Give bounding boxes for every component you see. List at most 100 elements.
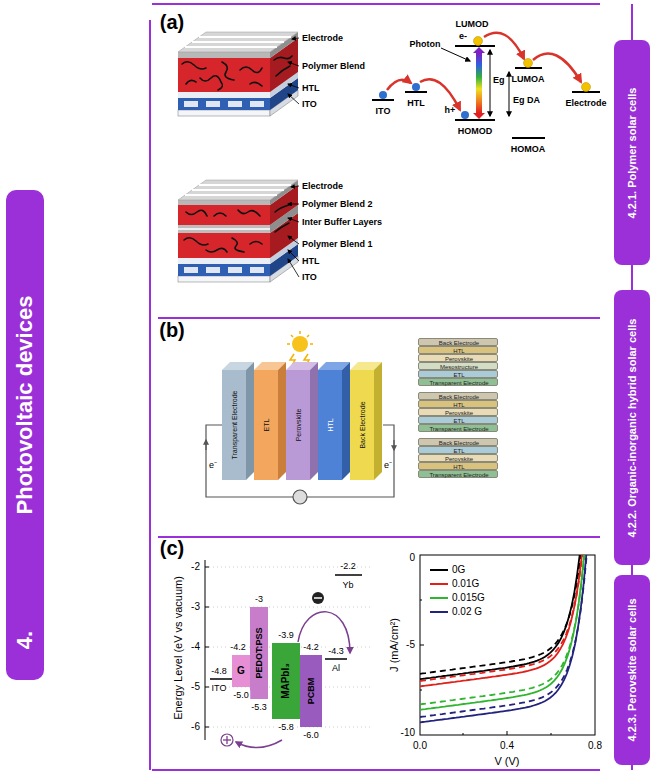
carrier-label: e- — [459, 32, 467, 41]
device-layer: ETL — [254, 370, 278, 480]
legend-text: 0.01G — [452, 579, 479, 589]
energy-value: -4.2 — [302, 643, 320, 652]
stack-layer: Transparent Electrode — [418, 470, 498, 478]
device-layer: HTL — [318, 370, 342, 480]
photon-spectrum — [476, 53, 482, 113]
legend-line-sample — [430, 569, 448, 571]
stack-layer: Transparent Electrode — [418, 378, 498, 386]
device-layer-faces — [222, 362, 382, 480]
layer-label: Polymer Blend 2 — [302, 200, 373, 209]
leader-line — [288, 38, 299, 104]
level-label: HOMOA — [511, 145, 546, 154]
tick-label: -4 — [191, 642, 200, 652]
subsection-tab: 4.2.2. Organic-inorganic hybrid solar ce… — [614, 290, 650, 565]
layer-label: Electrode — [302, 182, 343, 191]
subsection-title: 4.2.3. Perovskite solar cells — [627, 598, 638, 741]
energy-axis — [205, 560, 370, 740]
jv-curve-dashed — [420, 555, 581, 674]
device-layer: Perovskite — [286, 370, 310, 480]
tick-label: -6 — [191, 722, 200, 732]
tick-label: -5 — [191, 682, 200, 692]
carrier-label: h+ — [445, 106, 456, 115]
hole-path — [236, 740, 282, 748]
layer-name: Back Electrode — [359, 401, 366, 448]
layer-label: Electrode — [302, 34, 343, 43]
jv-curve — [420, 555, 582, 686]
energy-box: PCBM — [300, 655, 322, 727]
gap-label: Eg DA — [513, 96, 540, 105]
level-label: ITO — [376, 107, 391, 116]
electron-symbol — [312, 592, 324, 604]
layer-name: Transparent Electrode — [429, 472, 488, 478]
transfer-arrow — [387, 33, 581, 110]
hole-symbol — [221, 734, 233, 746]
stack-layer: Back Electrode — [418, 392, 498, 400]
legend-text: 0.015G — [452, 593, 485, 603]
photon-label: Photon — [410, 40, 441, 49]
stack-layer: Back Electrode — [418, 338, 498, 346]
tick-label: 0.8 — [588, 741, 602, 751]
material-name: MAPbI₃ — [281, 663, 291, 699]
energy-value: -5.8 — [277, 723, 295, 732]
stack-layer: ETL — [418, 370, 498, 378]
energy-value: -3 — [254, 595, 264, 604]
stack-layer: ETL — [418, 446, 498, 454]
layer-label: Inter Buffer Layers — [302, 218, 382, 227]
jv-curve-dashed — [420, 555, 587, 717]
gap-arrow — [490, 50, 491, 116]
material-name: PCBM — [307, 678, 316, 705]
stack-layer: Perovskite — [418, 408, 498, 416]
legend-line-sample — [430, 583, 448, 585]
axis-title: Energy Level (eV vs vacuum) — [173, 576, 184, 720]
level-label: Al — [331, 664, 341, 673]
stack-layer: HTL — [418, 462, 498, 470]
stack-layer: Transparent Electrode — [418, 424, 498, 432]
energy-value: -2.2 — [339, 562, 357, 571]
level-label: HTL — [407, 99, 425, 108]
layer-name: Perovskite — [295, 409, 302, 442]
tick-label: -10 — [401, 728, 415, 738]
energy-value: -5.0 — [232, 691, 250, 700]
gap-label: Eg — [493, 76, 505, 85]
lamp-icon — [293, 490, 307, 504]
jv-axes — [420, 555, 595, 735]
level-label: LUMOD — [456, 20, 489, 29]
level-label: Yb — [341, 581, 354, 590]
tick-label: 0.0 — [413, 741, 427, 751]
stack-layer: Perovskite — [418, 454, 498, 462]
energy-box: G — [232, 655, 250, 687]
level-label: LUMOA — [512, 75, 545, 84]
panel-label: (c) — [160, 538, 184, 558]
layer-label: ITO — [302, 273, 317, 282]
material-name: G — [237, 666, 245, 676]
carrier-label: e⁻ — [209, 461, 217, 470]
photon-arrow — [441, 48, 470, 61]
device-layer: Back Electrode — [350, 370, 374, 480]
energy-value: -4.2 — [229, 643, 247, 652]
tick-label: -2 — [191, 562, 200, 572]
material-name: PEDOT:PSS — [255, 627, 264, 678]
device-layer: Transparent Electrode — [222, 370, 246, 480]
energy-value: -3.9 — [277, 631, 295, 640]
layer-name: ETL — [263, 419, 270, 432]
energy-box: MAPbI₃ — [272, 643, 300, 719]
tick-label: -3 — [191, 602, 200, 612]
jv-curve — [420, 555, 580, 679]
section-title: 4. — [14, 631, 36, 649]
jv-legend — [430, 570, 448, 612]
layer-name: Transparent Electrode — [429, 426, 488, 432]
stack-layer: Back Electrode — [418, 438, 498, 446]
subsection-tab: 4.2.3. Perovskite solar cells — [614, 575, 650, 765]
legend-text: 0G — [452, 565, 465, 575]
layer-name: Transparent Electrode — [429, 380, 488, 386]
stack-layer: ETL — [418, 416, 498, 424]
device-stack — [178, 32, 298, 116]
stack-layer: HTL — [418, 400, 498, 408]
layer-label: Polymer Blend — [302, 62, 365, 71]
section-box: 4.Photovoltaic devices — [6, 190, 44, 680]
legend-line-sample — [430, 611, 448, 613]
legend-line-sample — [430, 597, 448, 599]
axis-title: V (V) — [494, 756, 519, 767]
tick-label: -5 — [406, 640, 415, 650]
level-label: ITO — [211, 684, 228, 693]
